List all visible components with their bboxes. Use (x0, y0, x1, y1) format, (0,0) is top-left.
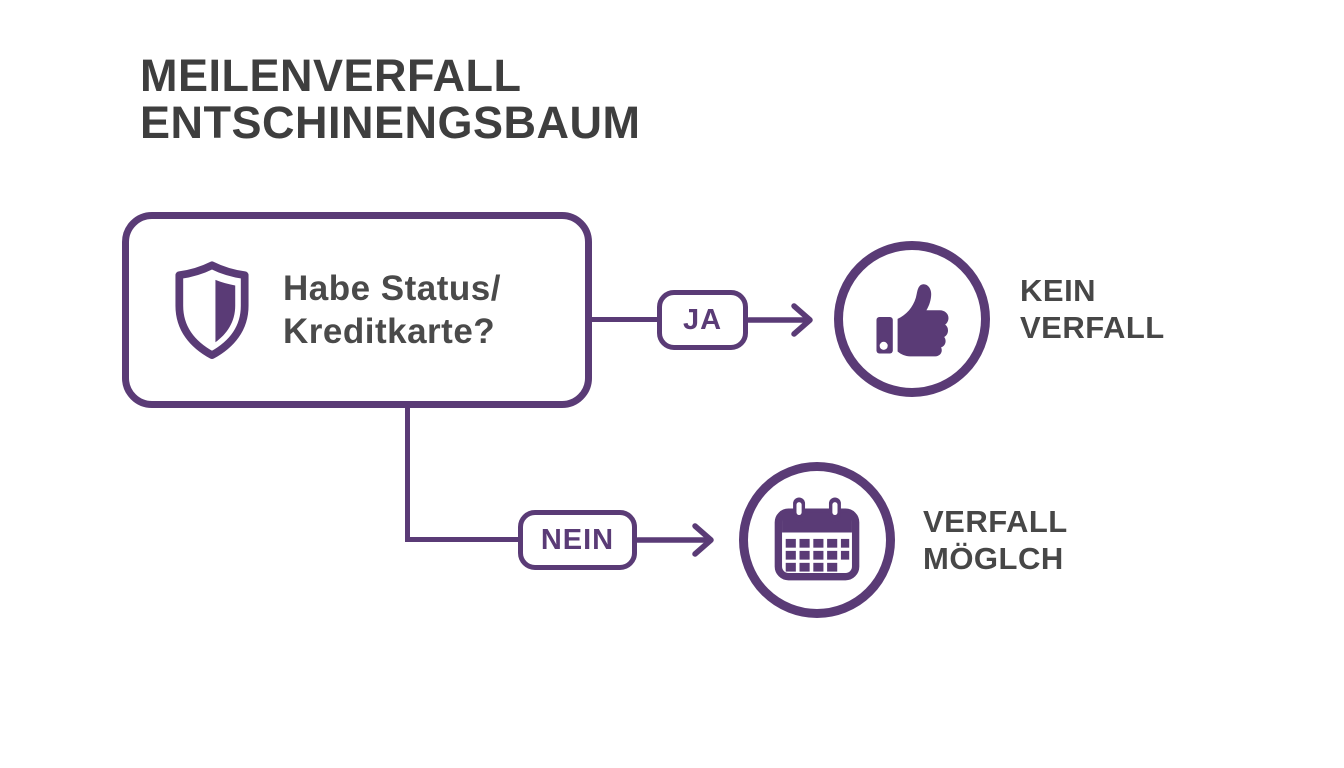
no-outcome-line1: VERFALL (923, 504, 1068, 539)
connector-box-to-yes (590, 317, 658, 322)
no-arrow-icon (635, 518, 727, 567)
yes-outcome-line2: VERFALL (1020, 310, 1165, 345)
no-outcome-label: VERFALL MÖGLCH (923, 503, 1068, 577)
no-outcome-line2: MÖGLCH (923, 541, 1064, 576)
yes-label: JA (682, 303, 723, 336)
connector-box-down (405, 404, 410, 542)
yes-outcome-label: KEIN VERFALL (1020, 272, 1165, 346)
yes-label-pill: JA (657, 290, 748, 350)
thumbs-up-icon (864, 269, 960, 370)
page-title: MEILENVERFALL ENTSCHINENGSBAUM (140, 52, 641, 146)
calendar-icon (771, 492, 863, 589)
yes-arrow-icon (746, 298, 818, 347)
decision-question: Habe Status/ Kreditkarte? (283, 267, 501, 353)
shield-icon (169, 257, 255, 363)
connector-elbow-to-no (405, 537, 520, 542)
no-label: NEIN (540, 523, 615, 556)
no-label-pill: NEIN (518, 510, 637, 570)
no-outcome-badge (739, 462, 895, 618)
decision-question-line2: Kreditkarte? (283, 312, 496, 351)
yes-outcome-line1: KEIN (1020, 273, 1097, 308)
page-title-line1: MEILENVERFALL (140, 50, 522, 101)
page-title-line2: ENTSCHINENGSBAUM (140, 97, 641, 148)
decision-node: Habe Status/ Kreditkarte? (122, 212, 592, 408)
yes-outcome-badge (834, 241, 990, 397)
decision-question-line1: Habe Status/ (283, 269, 501, 308)
